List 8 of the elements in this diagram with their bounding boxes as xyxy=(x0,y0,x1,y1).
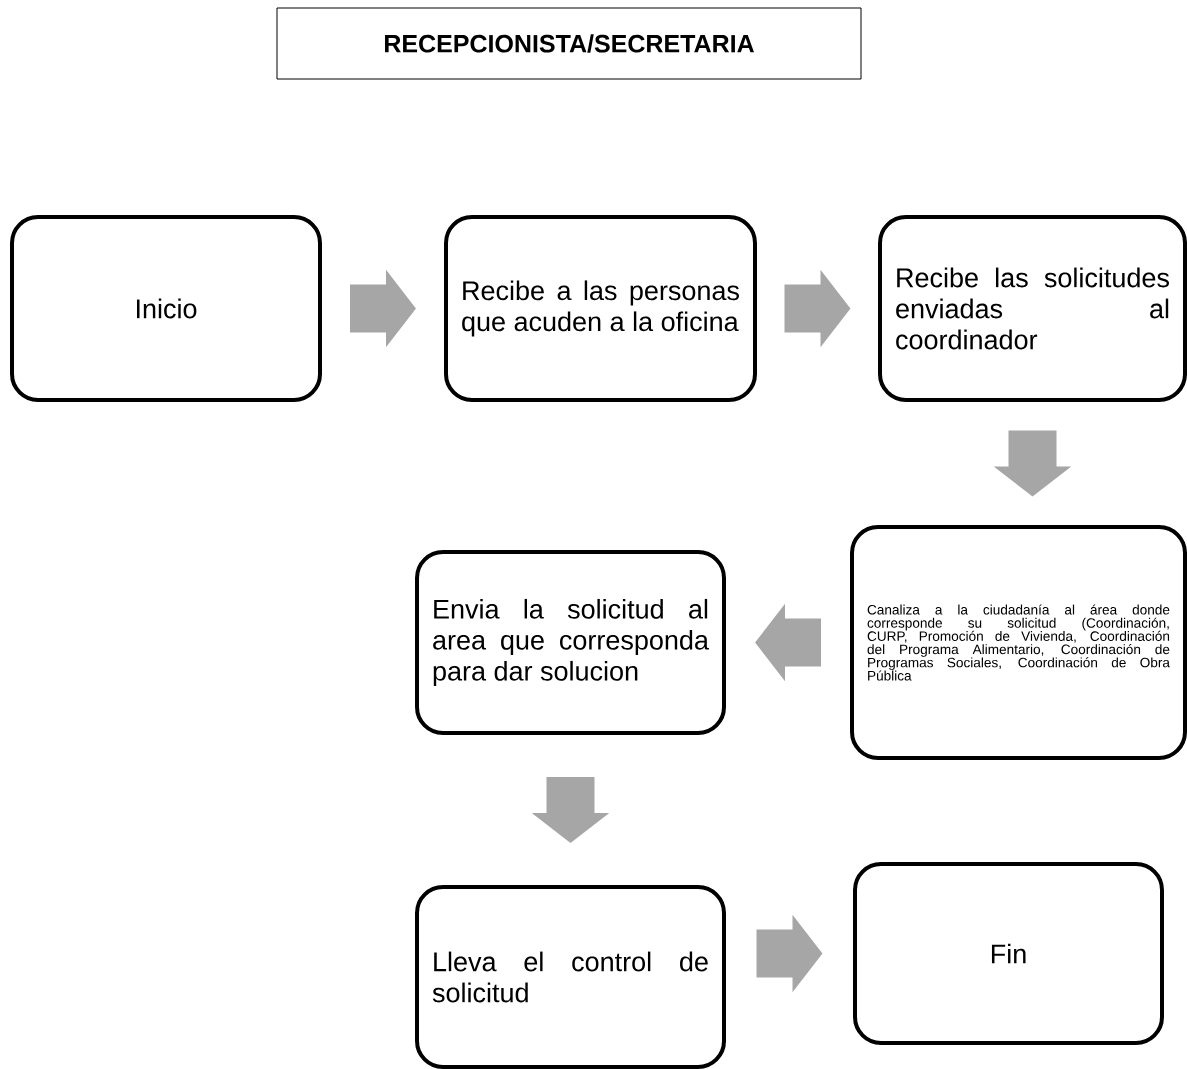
process-box: Inicio xyxy=(10,215,322,402)
process-box: Envia la solicitud al area que corresponda para dar solucion xyxy=(415,550,726,735)
process-box: Fin xyxy=(853,862,1164,1045)
title-box: RECEPCIONISTA/SECRETARIA xyxy=(276,7,862,80)
process-box: Lleva el control de solicitud xyxy=(415,885,726,1069)
process-box: Recibe las solicitudes enviadas al coordinador xyxy=(878,215,1187,402)
process-box: Recibe a las personas que acuden a la oficina xyxy=(444,215,757,402)
process-box: Canaliza a la ciudadanía al área donde corresponde su solicitud (Coordinación, CURP, Promoción de Vivienda, Coordinación del Programa Alimentario, Coordinación de Programas Sociales, Coordinación de Obra Pública xyxy=(850,525,1187,760)
